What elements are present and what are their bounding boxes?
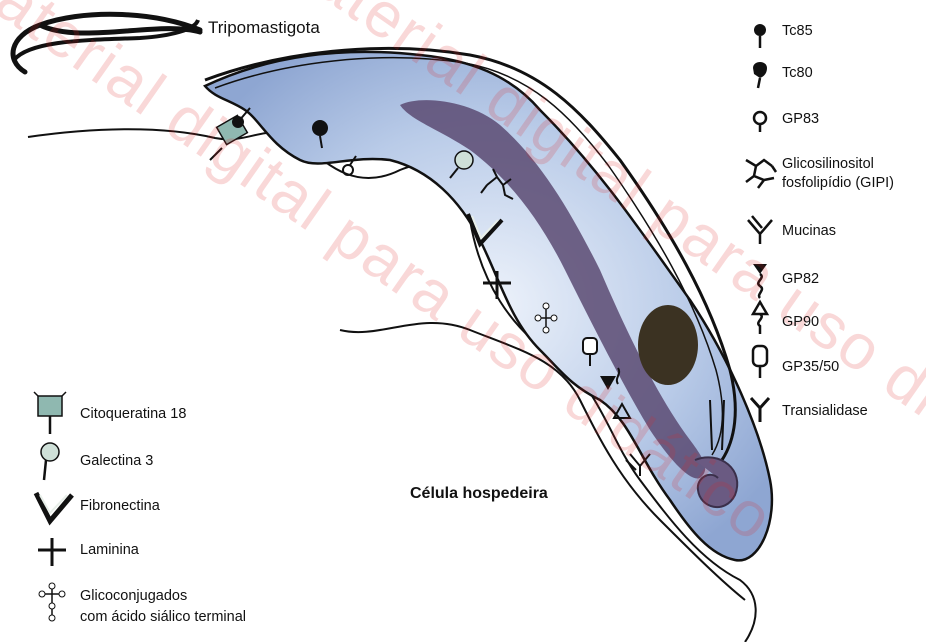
title-label: Tripomastigota (208, 19, 320, 37)
legend-tc85-label: Tc85 (782, 22, 813, 40)
nucleus (638, 305, 698, 385)
laminin-icon (38, 538, 66, 566)
cytokeratin-icon (34, 392, 66, 434)
gp82-icon (753, 264, 767, 298)
legend-glycoconjugate-label: Glicoconjugados (80, 587, 187, 605)
legend-tc80-label: Tc80 (782, 64, 813, 82)
legend-gp35-label: GP35/50 (782, 358, 839, 376)
legend-laminin-label: Laminina (80, 541, 139, 559)
cytokeratin-receptor (210, 108, 250, 160)
legend-gp82-label: GP82 (782, 270, 819, 288)
legend-mucin-label: Mucinas (782, 222, 836, 240)
mucin-icon (748, 216, 772, 244)
gipi-icon (746, 160, 776, 188)
host-cell-label: Célula hospedeira (410, 485, 548, 503)
fibronectin-icon (36, 493, 72, 521)
legend-galectin-label: Galectina 3 (80, 452, 153, 470)
flagellum (13, 14, 200, 72)
gp90-icon (753, 302, 767, 334)
legend-gipi-label: Glicosilinositol (782, 155, 874, 173)
glycoconjugate-icon (39, 583, 65, 621)
pin-icon (754, 24, 766, 48)
galectin-icon (41, 443, 59, 480)
legend-gp83-label: GP83 (782, 110, 819, 128)
legend-transialidase-label: Transialidase (782, 402, 868, 420)
ring-pin-icon (754, 112, 766, 132)
legend-fibronectin-label: Fibronectina (80, 497, 160, 515)
legend-gp90-label: GP90 (782, 313, 819, 331)
legend-cytokeratin-label: Citoqueratina 18 (80, 405, 186, 423)
legend-glycoconjugate-label-2: com ácido siálico terminal (80, 608, 246, 626)
y-icon (751, 398, 769, 422)
gp35-icon (753, 346, 767, 378)
hook-pin-icon (753, 62, 767, 88)
legend-gipi-label-2: fosfolipídio (GIPI) (782, 174, 894, 192)
